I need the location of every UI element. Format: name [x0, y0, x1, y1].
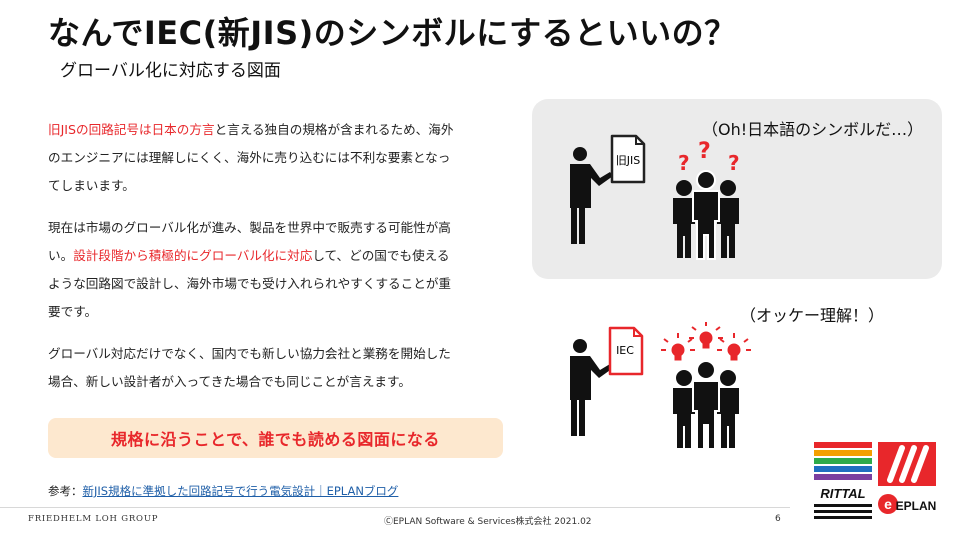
paragraph-2-line-1: 現在は市場のグローバル化が進み、製品を世界中で販売する可能性が高: [48, 220, 451, 235]
footer-divider: [0, 507, 790, 508]
highlight-dialect: 旧JISの回路記号は日本の方言: [48, 122, 215, 137]
audience-group-icon: [673, 360, 739, 450]
footer-company: FRIEDHELM LOH GROUP: [28, 514, 159, 524]
question-mark-icon: ?: [728, 151, 740, 175]
document-old-jis-icon: 旧JIS: [610, 134, 646, 184]
scene-understood: IEC: [570, 322, 751, 450]
paragraph-1-line-1: 旧JISの回路記号は日本の方言と言える独自の規格が含まれるため、海外: [48, 122, 454, 137]
document-iec-label: IEC: [616, 344, 634, 357]
speech-understood: （オッケー理解！）: [740, 306, 885, 325]
question-mark-icon: ?: [698, 139, 711, 164]
paragraph-2-line-3: ような回路図で設計し、海外市場でも受け入れられやすくすることが重: [48, 276, 451, 291]
footer-copyright: ⒸEPLAN Software & Services株式会社 2021.02: [384, 517, 592, 527]
lightbulb-icon: [717, 333, 751, 361]
document-iec-icon: IEC: [608, 326, 644, 376]
paragraph-3-line-1: グローバル対応だけでなく、国内でも新しい協力会社と業務を開始した: [48, 346, 451, 361]
speech-confused: （Oh!日本語のシンボルだ…）: [702, 120, 924, 139]
paragraph-2-line-2: い。設計段階から積極的にグローバル化に対応して、どの国でも使える: [48, 248, 450, 263]
presenter-icon: [570, 147, 613, 244]
scene-confused: 旧JIS ? ? ?: [570, 134, 740, 260]
key-message-callout: 規格に沿うことで、誰でも読める図面になる: [48, 418, 503, 458]
document-old-jis-label: 旧JIS: [616, 154, 640, 167]
page-title: なんでIEC(新JIS)のシンボルにするといいの？: [48, 14, 737, 52]
paragraph-3-line-2: 場合、新しい設計者が入ってきた場合でも同じことが言えます。: [48, 374, 411, 389]
rittal-logo-text: RITTAL: [820, 486, 865, 501]
paragraph-2-line-4: 要です。: [48, 304, 98, 319]
lightbulb-icon: [661, 333, 695, 361]
highlight-globalization: 設計段階から積極的にグローバル化に対応: [73, 248, 313, 263]
reference-line: 参考：新JIS規格に準拠した回路記号で行う電気設計｜EPLANブログ: [48, 484, 399, 498]
eplan-logo: e EPLAN: [878, 442, 937, 514]
paragraph-1: 旧JISの回路記号は日本の方言と言える独自の規格が含まれるため、海外 のエンジニ…: [48, 116, 518, 200]
rittal-logo: RITTAL: [812, 440, 874, 519]
paragraph-2: 現在は市場のグローバル化が進み、製品を世界中で販売する可能性が高 い。設計段階か…: [48, 214, 518, 326]
page-subtitle: グローバル化に対応する図面: [60, 61, 281, 81]
eplan-logo-text: EPLAN: [896, 499, 937, 513]
presenter-icon: [570, 339, 613, 436]
reference-link[interactable]: 新JIS規格に準拠した回路記号で行う電気設計｜EPLANブログ: [82, 484, 399, 498]
lightbulb-icon: [689, 322, 723, 349]
paragraph-1-line-2: のエンジニアには理解しにくく、海外に売り込むには不利な要素となっ: [48, 150, 451, 165]
paragraph-1-line-3: てしまいます。: [48, 178, 135, 193]
paragraph-3: グローバル対応だけでなく、国内でも新しい協力会社と業務を開始した 場合、新しい設…: [48, 340, 518, 396]
audience-group-icon: [673, 170, 739, 260]
question-mark-icon: ?: [678, 151, 690, 175]
eplan-logo-e: e: [884, 496, 892, 512]
confusion-panel: [532, 99, 942, 279]
page-number: 6: [775, 514, 781, 524]
